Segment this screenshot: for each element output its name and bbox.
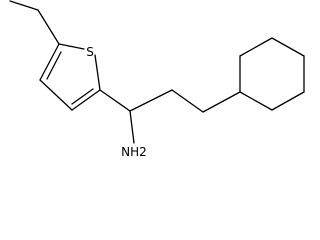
sulfur-atom-label: S <box>86 45 94 59</box>
amine-group-label: NH2 <box>121 145 147 159</box>
ethyl-ch2-bond <box>37 9 60 45</box>
thiophene-c2-c3-inner-bond <box>71 88 94 105</box>
cyclohexane-bond-5 <box>271 91 305 111</box>
cyclohexane-bond-2 <box>239 37 273 57</box>
thiophene-c4-c5-inner-bond <box>46 51 62 80</box>
cyclohexane-bond-3 <box>271 37 305 57</box>
thiophene-to-alpha-carbon-bond <box>99 89 131 112</box>
ethyl-ch3-bond <box>9 0 39 11</box>
gamma-carbon-to-cyclohexyl-bond <box>202 91 241 113</box>
thiophene-c5-s-bond <box>58 43 85 50</box>
beta-to-gamma-carbon-bond <box>171 89 204 113</box>
thiophene-c3-c4-bond <box>39 79 73 111</box>
thiophene-c4-c5-bond <box>39 43 60 81</box>
cyclohexane-bond-6 <box>239 91 273 111</box>
thiophene-s-c2-bond <box>94 54 101 91</box>
chemical-structure-diagram: S NH2 <box>9 0 305 159</box>
alpha-carbon-to-amine-bond <box>129 110 135 144</box>
thiophene-c2-c3-bond <box>71 89 101 111</box>
alpha-to-beta-carbon-bond <box>129 89 173 112</box>
